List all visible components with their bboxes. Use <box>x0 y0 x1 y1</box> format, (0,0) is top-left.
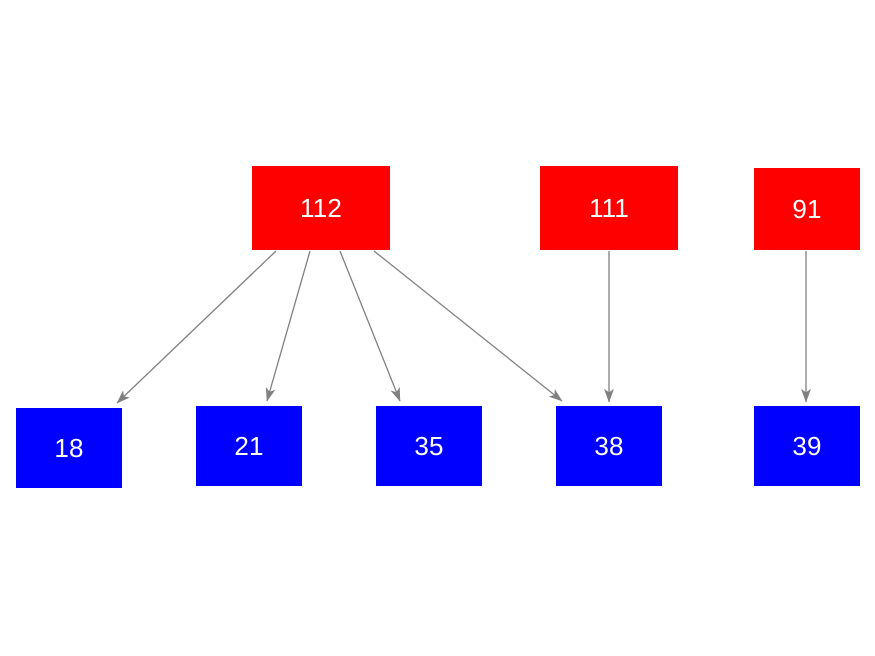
node-label: 112 <box>299 193 343 223</box>
graph-node-18[interactable]: 18 <box>16 408 122 488</box>
node-label: 91 <box>792 194 822 224</box>
node-label: 21 <box>234 431 264 461</box>
node-label: 111 <box>588 193 630 223</box>
graph-node-39[interactable]: 39 <box>754 406 860 486</box>
graph-node-38[interactable]: 38 <box>556 406 662 486</box>
graph-edge-112-to-38 <box>373 250 563 402</box>
node-label: 39 <box>792 431 822 461</box>
graph-node-112[interactable]: 112 <box>252 166 390 250</box>
graph-edge-112-to-18 <box>116 250 277 404</box>
graph-node-35[interactable]: 35 <box>376 406 482 486</box>
edge-group <box>116 250 811 404</box>
node-label: 38 <box>594 431 624 461</box>
graph-edge-112-to-35 <box>339 250 401 402</box>
node-label: 35 <box>414 431 444 461</box>
node-label: 18 <box>54 433 84 463</box>
graph-node-111[interactable]: 111 <box>540 166 678 250</box>
graph-node-21[interactable]: 21 <box>196 406 302 486</box>
graph-edge-112-to-21 <box>265 250 311 402</box>
graph-node-91[interactable]: 91 <box>754 168 860 250</box>
